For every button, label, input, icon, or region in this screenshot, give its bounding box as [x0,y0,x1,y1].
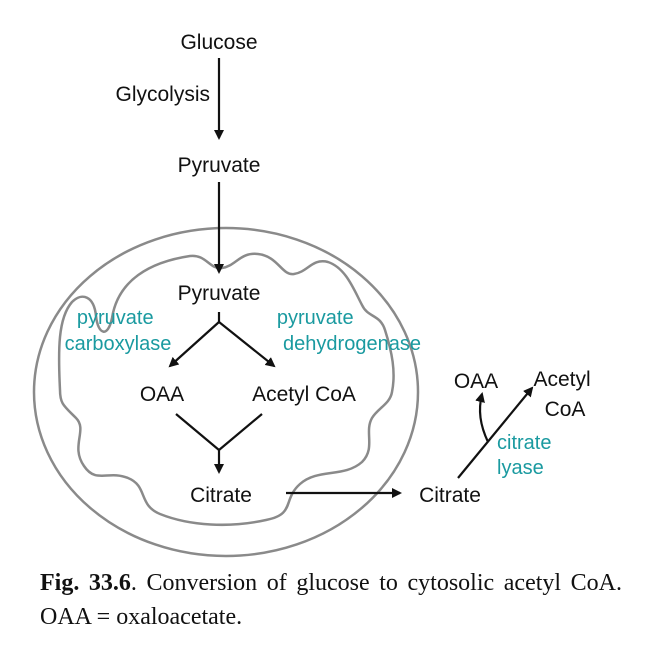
pyruvate-dehydrogenase-label: pyruvate dehydrogenase [277,307,421,355]
acetyl-coa-cytosol-label: Acetyl CoA [533,368,596,421]
caption-text: . Conversion of glucose to cytosolic ace… [40,570,622,630]
pyruvate-dehydrogenase-line2: dehydrogenase [283,333,421,355]
citrate-cytosol-label: Citrate [419,484,481,507]
arrow-citrate-to-oaa [475,392,489,443]
citrate-lyase-line2: lyase [497,457,544,479]
pyruvate-carboxylase-line1: pyruvate [77,307,154,329]
citrate-lyase-label: citrate lyase [497,432,557,479]
arrow-acetyl-coa-to-merge [218,413,263,451]
mitochondrion-inner-membrane [57,252,395,527]
acetyl-coa-mito-label: Acetyl CoA [252,383,356,406]
arrow-pyruvate-to-oaa [168,321,220,368]
figure-number: Fig. 33.6 [40,570,131,596]
glucose-label: Glucose [180,31,257,54]
pyruvate-dehydrogenase-line1: pyruvate [277,307,354,329]
mitochondrion-outer-membrane [32,226,420,558]
pyruvate-carboxylase-label: pyruvate carboxylase [65,307,172,355]
figure-caption: Fig. 33.6. Conversion of glucose to cyto… [40,566,622,634]
citrate-lyase-line1: citrate [497,432,551,454]
pathway-diagram: Glucose Glycolysis Pyruvate Pyruvate pyr… [32,31,596,558]
oaa-cytosol-label: OAA [454,370,498,393]
acetyl-coa-cytosol-line1: Acetyl [533,368,590,391]
glycolysis-label: Glycolysis [115,83,210,106]
pyruvate-cytosol-label: Pyruvate [178,154,261,177]
arrow-oaa-to-merge [175,413,220,451]
acetyl-coa-cytosol-line2: CoA [545,398,586,421]
arrow-pyruvate-to-acetyl-coa [218,321,276,368]
oaa-mito-label: OAA [140,383,184,406]
pyruvate-mito-label: Pyruvate [178,282,261,305]
arrow-citrate-to-acetyl-coa [457,386,534,479]
pyruvate-carboxylase-line2: carboxylase [65,333,172,355]
citrate-mito-label: Citrate [190,484,252,507]
